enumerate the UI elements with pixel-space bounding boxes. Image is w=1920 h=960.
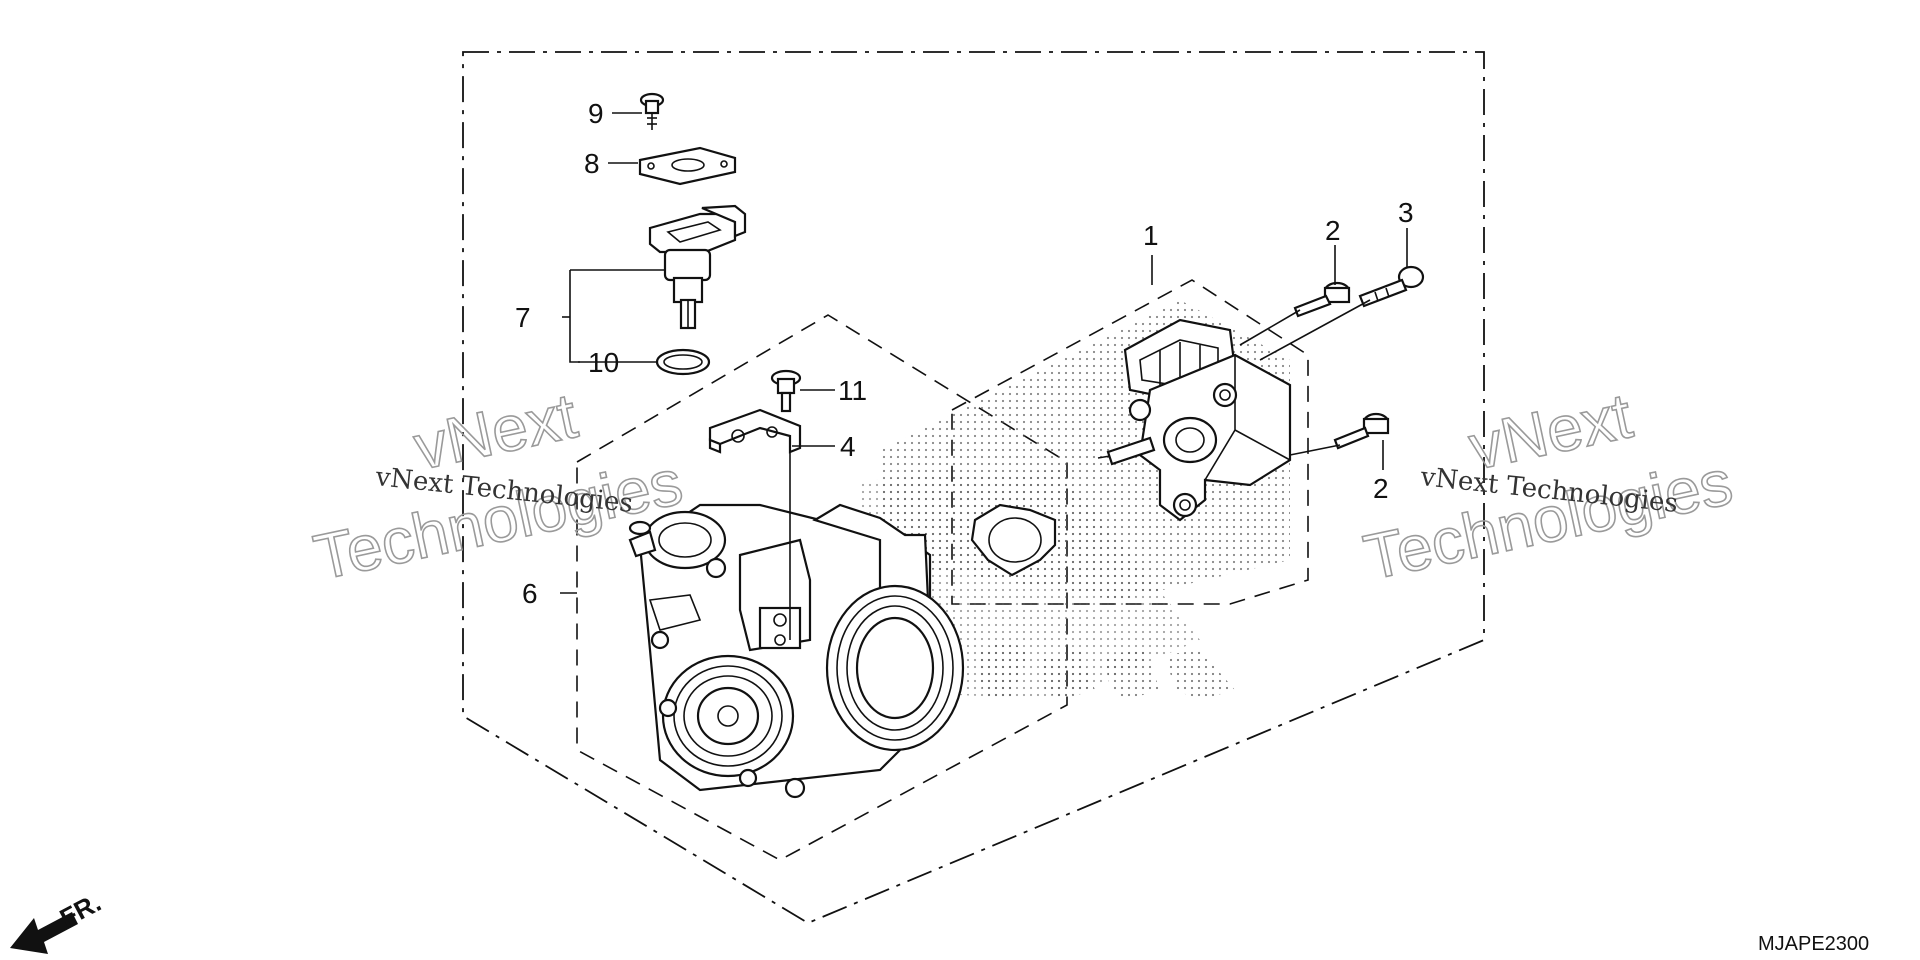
gasket-plate-8 — [638, 146, 737, 186]
watermark-left: vNext Technologies vNext Technologies — [307, 378, 689, 594]
watermark-right: vNext Technologies vNext Technologies — [1357, 378, 1739, 594]
callout-3: 3 — [1398, 197, 1414, 228]
callout-8: 8 — [584, 148, 600, 179]
assembly-boundary — [462, 51, 1485, 925]
front-direction-arrow-icon — [10, 912, 78, 954]
callout-2-upper: 2 — [1325, 215, 1341, 246]
bracket-4 — [708, 408, 802, 454]
diagram-code: MJAPE2300 — [1758, 933, 1869, 955]
leader-lines — [560, 112, 1408, 640]
bolt-9 — [639, 92, 665, 130]
svg-text:vNext: vNext — [1463, 379, 1638, 483]
callout-6: 6 — [522, 578, 538, 609]
throttle-body-boundary — [576, 314, 1068, 861]
sensor-7 — [648, 204, 747, 330]
sensor-unit-1 — [1097, 318, 1292, 522]
svg-text:Technologies: Technologies — [308, 446, 688, 594]
o-ring-10 — [655, 348, 711, 376]
callout-9: 9 — [588, 98, 604, 129]
callout-4: 4 — [840, 431, 856, 462]
callout-7: 7 — [515, 302, 531, 333]
callout-11: 11 — [838, 375, 867, 406]
bolt-3 — [1358, 265, 1425, 308]
seal-ring — [970, 503, 1057, 577]
bolt-2-upper — [1293, 281, 1351, 318]
callout-2-lower: 2 — [1373, 473, 1389, 504]
bolt-11 — [770, 369, 802, 413]
honda-wing-logo-icon — [975, 640, 1235, 700]
callout-10: 10 — [588, 347, 619, 378]
throttle-body-6 — [628, 503, 965, 799]
bolt-2-lower — [1333, 412, 1390, 450]
callout-1: 1 — [1143, 220, 1159, 251]
